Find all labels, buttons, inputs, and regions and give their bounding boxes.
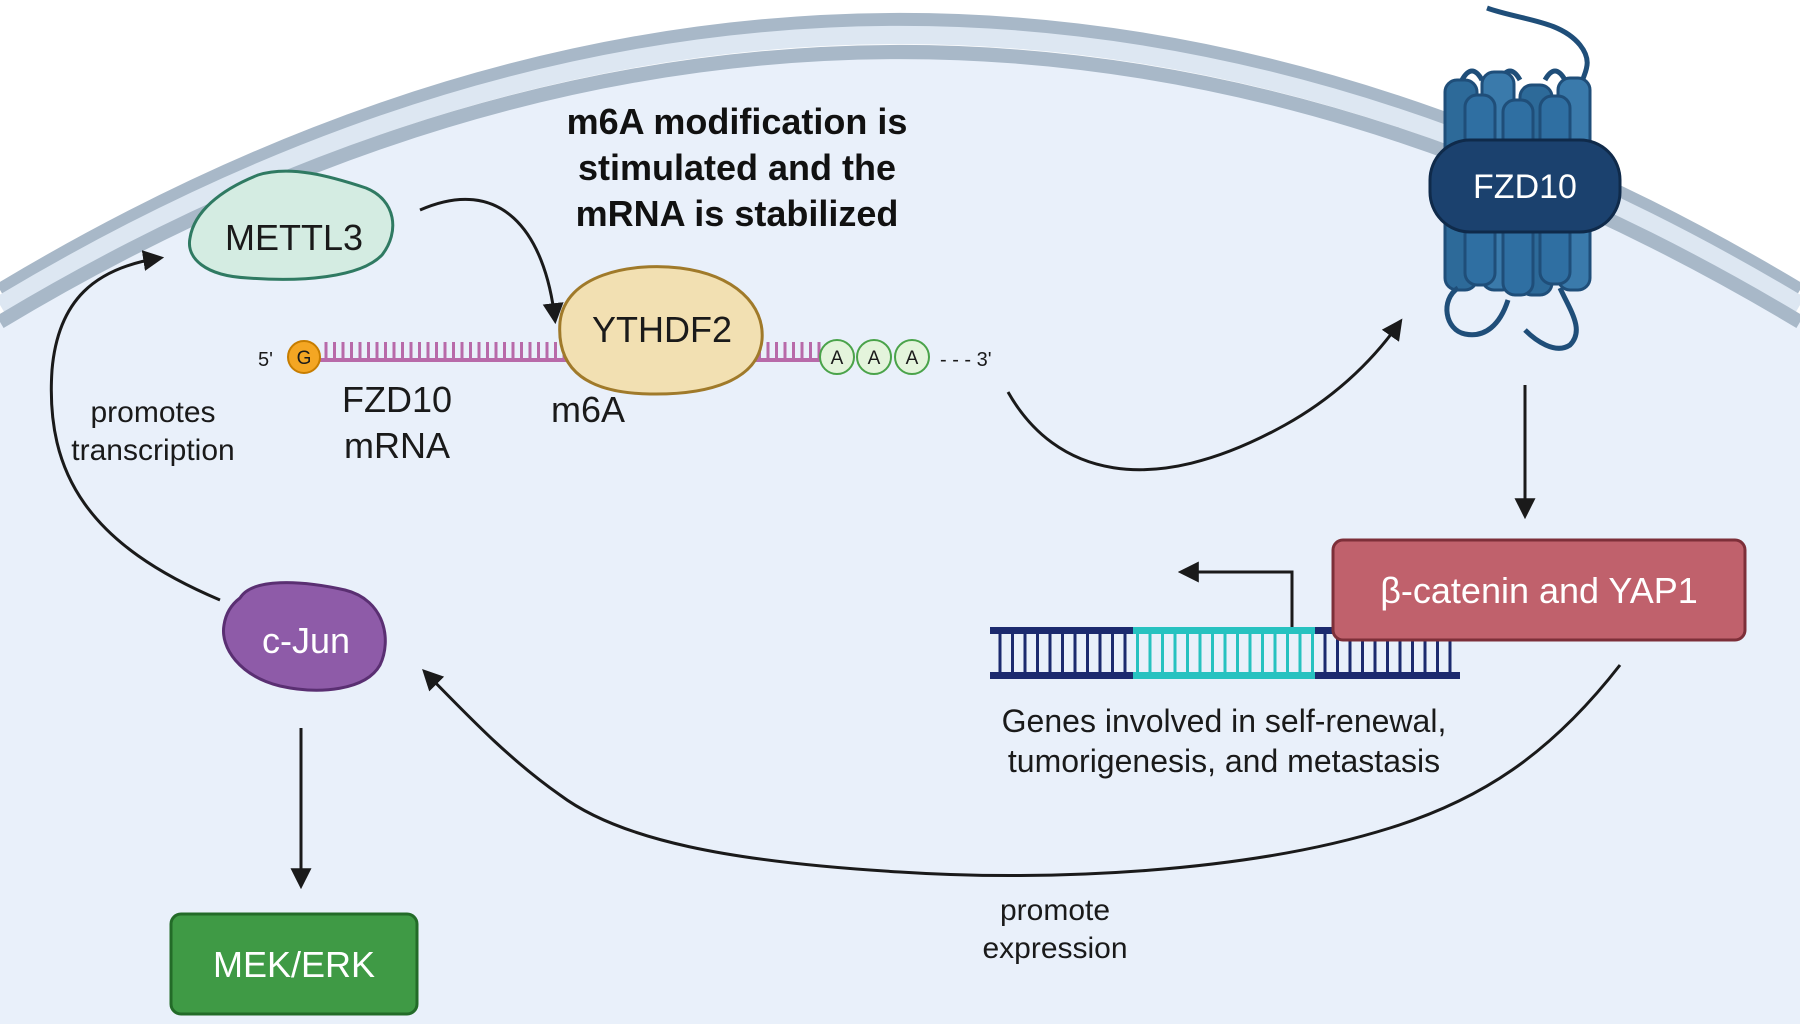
- arrow-mettl3-to-ythdf2: [419, 197, 564, 325]
- promotes-label-line-1: promotes: [90, 396, 215, 429]
- polya-label-2: A: [868, 348, 881, 369]
- transcription-start-arrow: [1177, 561, 1294, 627]
- cjun-label: c-Jun: [262, 620, 350, 661]
- headline-line-2: stimulated and the: [578, 147, 896, 188]
- promotes-label-line-2: transcription: [71, 434, 234, 467]
- polya-circle-1: [819, 339, 855, 375]
- mek-erk-label: MEK/ERK: [213, 944, 375, 985]
- beta-catenin-yap1-box: [1331, 538, 1747, 642]
- promote-label-line-1: promote: [1000, 894, 1110, 927]
- mettl3-shape: [187, 169, 395, 281]
- genes-label-line-1: Genes involved in self-renewal,: [1002, 703, 1447, 739]
- promote-label-line-2: expression: [982, 932, 1127, 965]
- arrow-cjun-to-mettl3: [49, 250, 221, 602]
- polya-label-1: A: [831, 348, 844, 369]
- cjun-shape: [222, 581, 387, 692]
- headline-line-1: m6A modification is: [567, 101, 908, 142]
- fzd10-label-pill: [1428, 138, 1622, 234]
- headline-line-3: mRNA is stabilized: [576, 193, 899, 234]
- m6a-label: m6A: [551, 389, 625, 430]
- three-prime-label: - - - 3': [940, 349, 992, 371]
- cytoplasm: [0, 50, 1800, 1024]
- polya-circle-3: [894, 339, 930, 375]
- five-prime-label: 5': [258, 349, 273, 371]
- mettl3-label: METTL3: [225, 217, 363, 258]
- beta-catenin-yap1-label: β-catenin and YAP1: [1380, 570, 1698, 611]
- polya-circle-2: [856, 339, 892, 375]
- cap-g-circle: [287, 340, 321, 374]
- fzd10-mrna-label-line-2: mRNA: [344, 425, 450, 466]
- cap-g-label: G: [297, 348, 312, 369]
- fzd10-receptor: FZD10: [1428, 5, 1622, 351]
- ythdf2-label: YTHDF2: [592, 309, 732, 350]
- fzd10-label: FZD10: [1473, 168, 1577, 206]
- ythdf2-shape: [558, 265, 764, 396]
- mek-erk-box: [169, 912, 419, 1016]
- mrna-bases: [324, 342, 821, 360]
- fzd10-mrna-label-line-1: FZD10: [342, 379, 452, 420]
- genes-label-line-2: tumorigenesis, and metastasis: [1008, 743, 1440, 779]
- arrow-mrna-to-fzd10: [1006, 318, 1403, 472]
- polya-label-3: A: [906, 348, 919, 369]
- arrow-beta-catenin-to-cjun: [422, 664, 1622, 878]
